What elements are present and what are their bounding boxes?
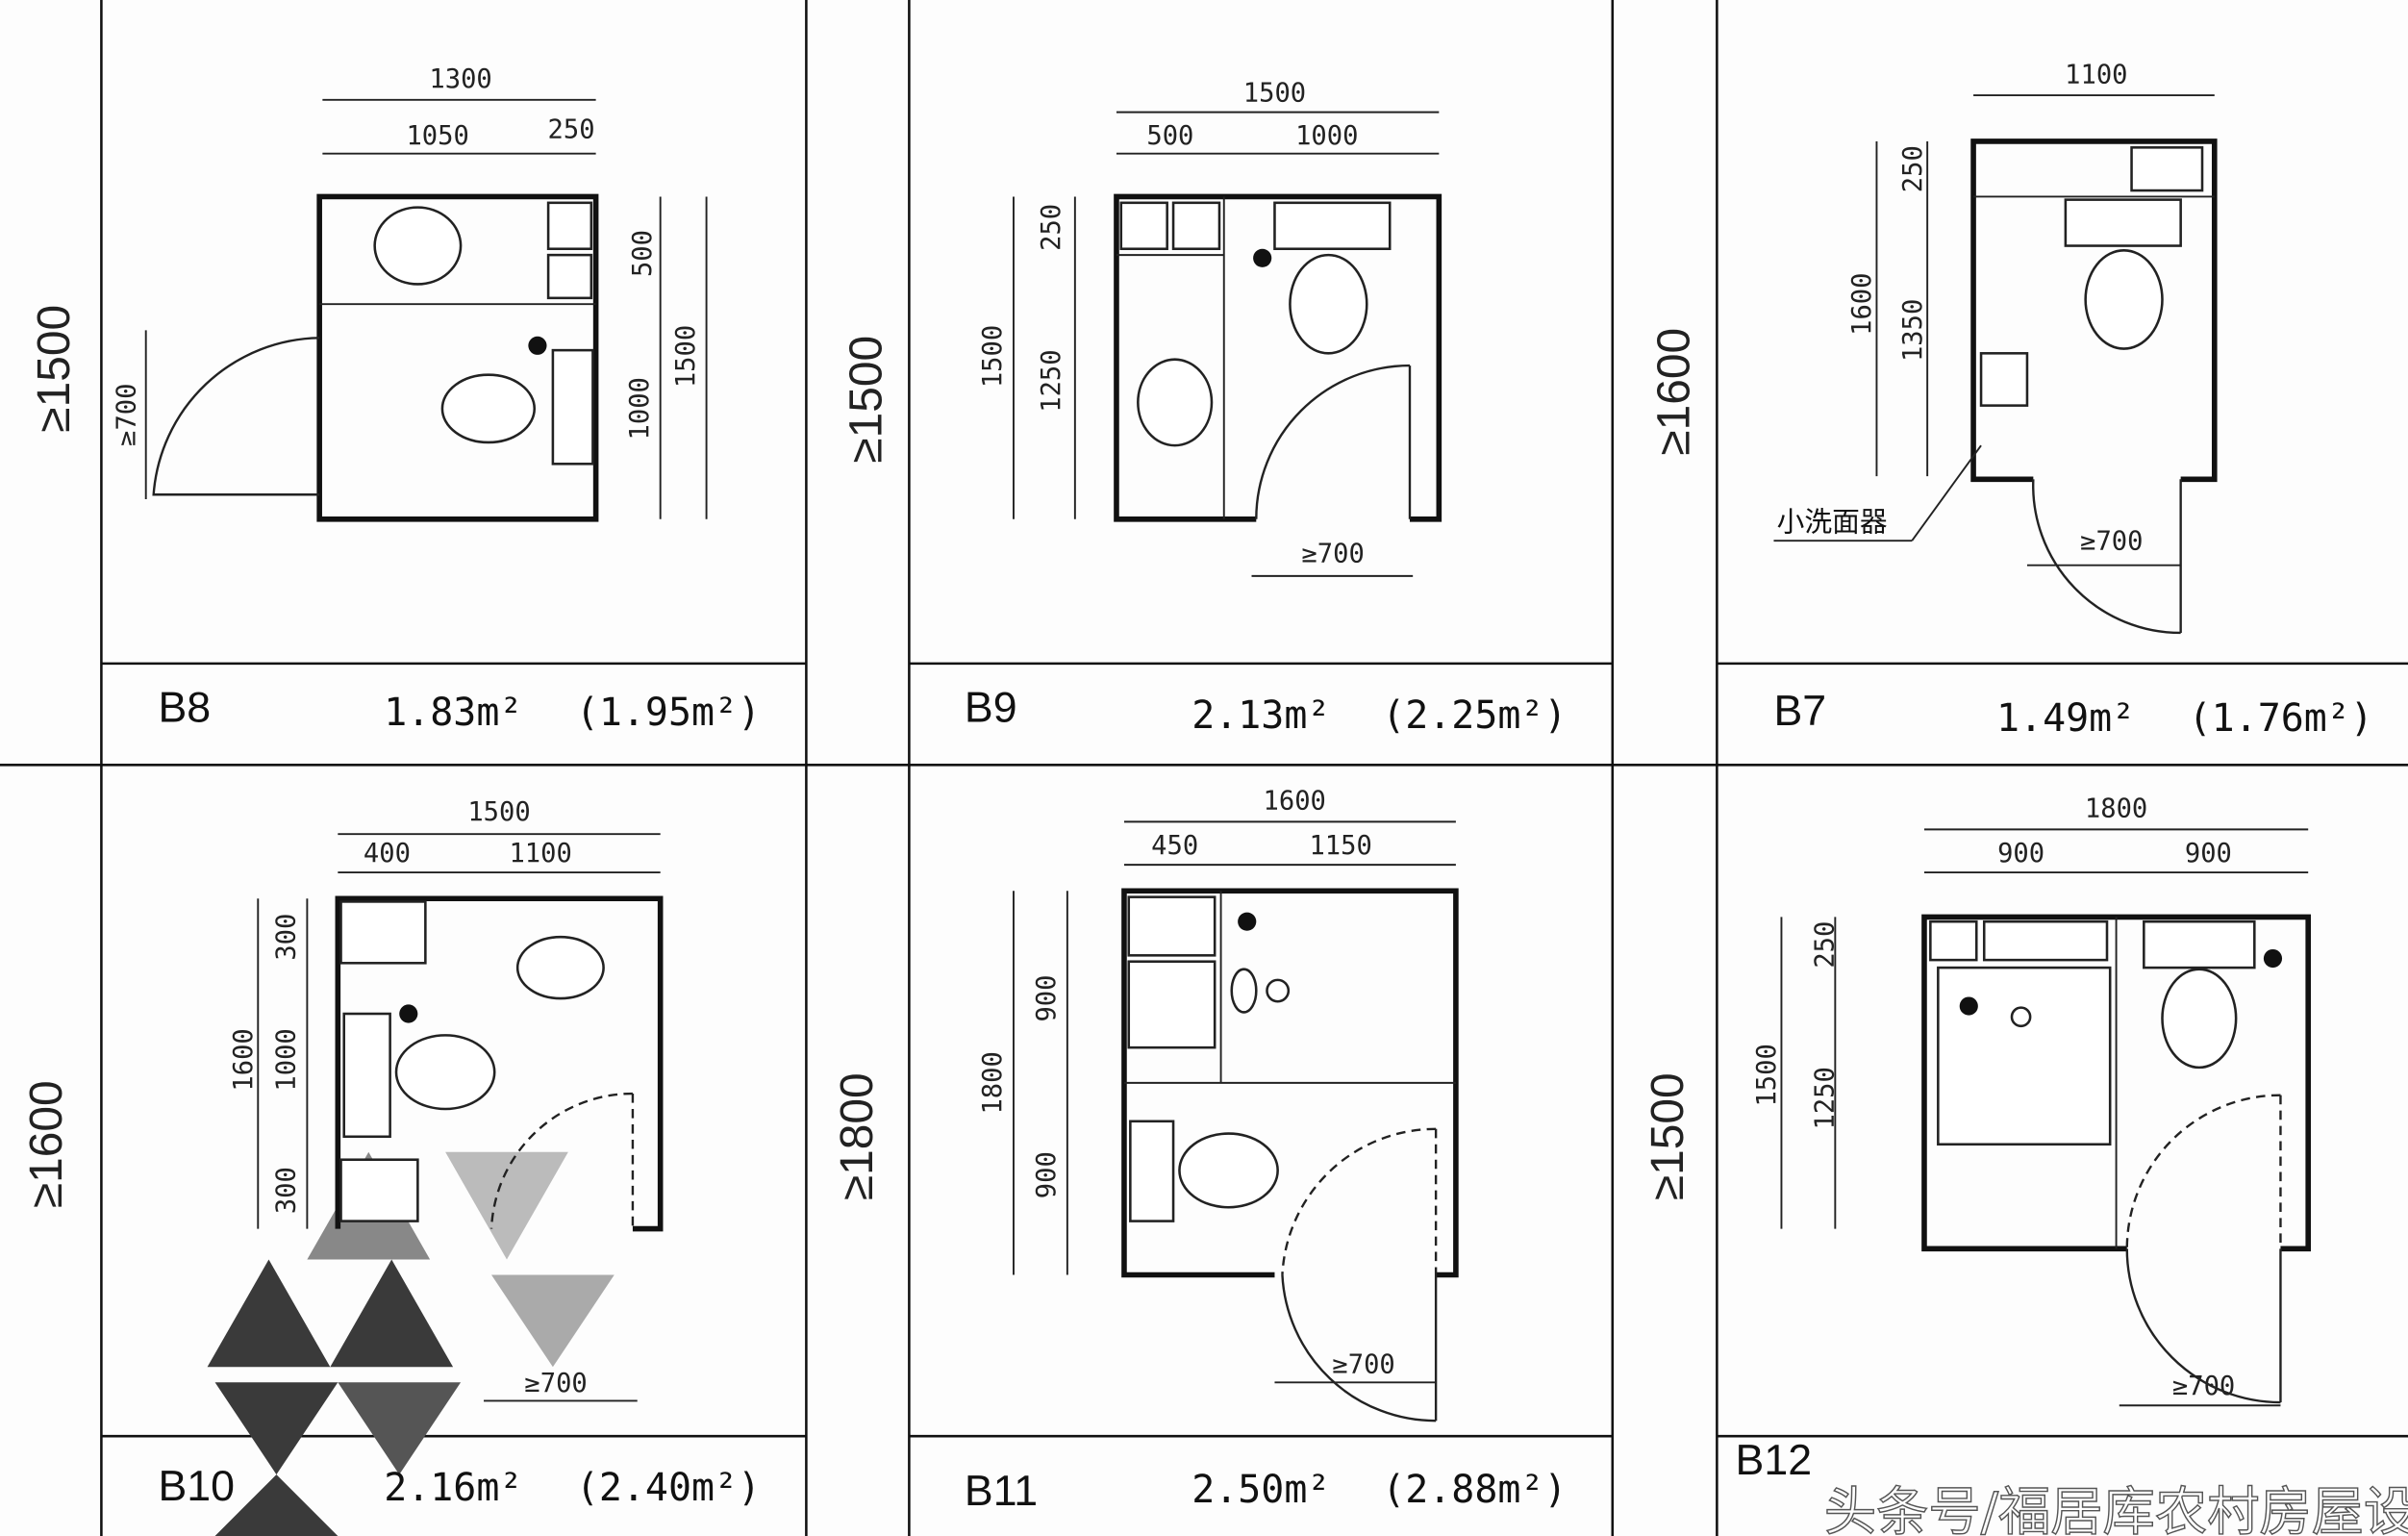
dim: 1500 [671, 325, 701, 388]
dim: 1500 [978, 325, 1008, 388]
dim: 1100 [509, 839, 571, 869]
dim: 1600 [1264, 787, 1326, 817]
plan-b9: 1500 500 1000 250 1500 1250 ≥700 ≥1500 B… [841, 78, 1568, 738]
watermark: 头条号/福居库农村房屋设计 [1824, 1482, 2408, 1536]
dim: ≥700 [1332, 1350, 1394, 1380]
area-alt: (2.25m²) [1382, 693, 1567, 738]
dim: 400 [364, 839, 411, 869]
dim: 1250 [1811, 1067, 1841, 1129]
area: 2.13m² [1191, 693, 1330, 738]
dim: ≥700 [524, 1369, 587, 1398]
dim: 1100 [2065, 60, 2127, 89]
dim: 250 [1811, 921, 1841, 969]
dim: 250 [1898, 145, 1928, 192]
dim: 300 [272, 914, 302, 961]
side-label: ≥1600 [21, 1080, 72, 1208]
area: 1.83m² [384, 691, 522, 735]
dim: 1500 [1243, 78, 1306, 108]
dim: 1500 [1752, 1044, 1782, 1106]
area-alt: (2.40m²) [576, 1466, 761, 1510]
plan-b11: 1600 450 1150 900 1800 900 ≥700 ≥1800 B1… [832, 787, 1567, 1515]
plan-b7: 1100 250 1600 1350 ≥700 小洗面器 ≥1600 B7 1.… [1649, 60, 2373, 741]
side-label: ≥1500 [841, 336, 892, 464]
dim: 250 [548, 115, 595, 145]
dim: 1800 [978, 1051, 1008, 1114]
side-label: ≥1600 [1649, 328, 1700, 456]
dim: 1000 [1295, 121, 1358, 151]
plan-b8: 1300 1050 250 500 1500 1000 ≥700 ≥1500 B… [29, 64, 761, 735]
dim: ≥700 [2080, 527, 2143, 557]
dim: ≥700 [1301, 540, 1364, 569]
dim: 1600 [229, 1028, 259, 1091]
dim: 1000 [625, 377, 655, 440]
dim: 1800 [2085, 794, 2147, 824]
dim: 300 [272, 1167, 302, 1214]
plan-id: B9 [965, 685, 1017, 732]
area-alt: (1.95m²) [576, 691, 761, 735]
dim: 900 [1032, 1151, 1062, 1198]
dim: 250 [1037, 204, 1066, 251]
dim: 900 [1032, 975, 1062, 1022]
plan-id: B7 [1773, 688, 1826, 735]
area-alt: (1.76m²) [2189, 696, 2373, 741]
plan-b10: 1500 400 1100 300 1600 1000 300 ≥700 ≥16… [21, 797, 761, 1510]
area-alt: (2.88m²) [1382, 1468, 1567, 1512]
dim: 1000 [272, 1028, 302, 1091]
side-label: ≥1500 [1643, 1072, 1693, 1200]
plan-id: B11 [965, 1468, 1038, 1515]
area: 2.16m² [384, 1466, 522, 1510]
dim: 1050 [406, 121, 468, 151]
dim: 500 [628, 230, 658, 277]
dim: 450 [1151, 831, 1198, 861]
dim: 900 [1997, 839, 2044, 869]
dim: 1500 [467, 797, 530, 827]
dim: 900 [2185, 839, 2232, 869]
plan-b12: 1800 900 900 250 1500 1250 ≥700 ≥1500 B1… [1643, 794, 2311, 1484]
area: 2.50m² [1191, 1468, 1330, 1512]
washbasin-note: 小洗面器 [1777, 506, 1888, 539]
dim: 1600 [1847, 273, 1877, 336]
plan-id: B10 [158, 1463, 235, 1510]
dim: 1350 [1898, 299, 1928, 362]
watermark-triangles [207, 1151, 615, 1536]
dim: 1300 [429, 64, 491, 94]
dim: ≥700 [113, 384, 142, 446]
side-label: ≥1800 [832, 1072, 883, 1200]
dim: 500 [1146, 121, 1193, 151]
dim: 1250 [1037, 349, 1066, 412]
dim: ≥700 [2172, 1372, 2235, 1401]
plan-id: B8 [158, 685, 211, 732]
dim: 1150 [1309, 831, 1371, 861]
plan-id: B12 [1736, 1437, 1813, 1484]
side-label: ≥1500 [29, 305, 80, 433]
area: 1.49m² [1996, 696, 2135, 741]
